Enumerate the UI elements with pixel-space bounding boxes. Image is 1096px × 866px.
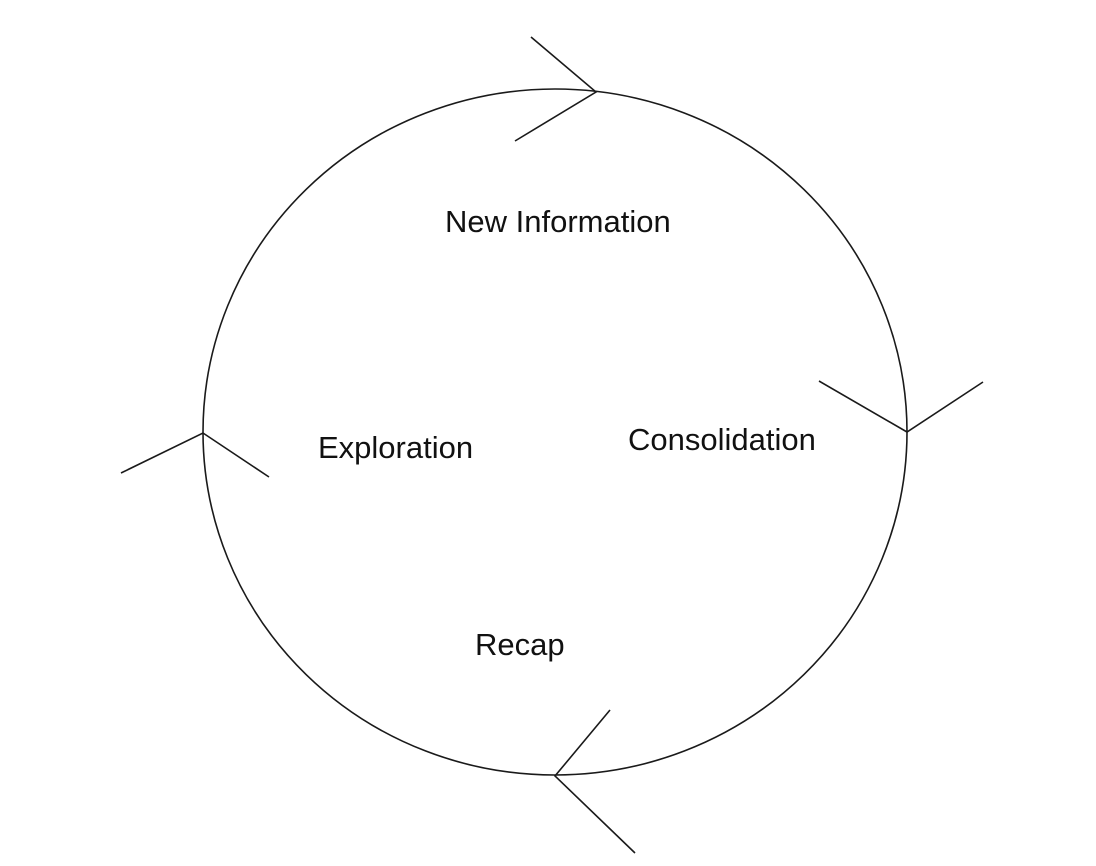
- arrowhead-left: [120, 432, 270, 478]
- stage-label-consolidation: Consolidation: [628, 422, 816, 457]
- stage-label-recap: Recap: [475, 627, 565, 662]
- arrowhead-right: [818, 380, 984, 433]
- arrowhead-top: [514, 36, 598, 142]
- arrowhead-bottom: [553, 709, 636, 854]
- stage-label-new-information: New Information: [445, 204, 671, 239]
- stage-label-exploration: Exploration: [318, 430, 473, 465]
